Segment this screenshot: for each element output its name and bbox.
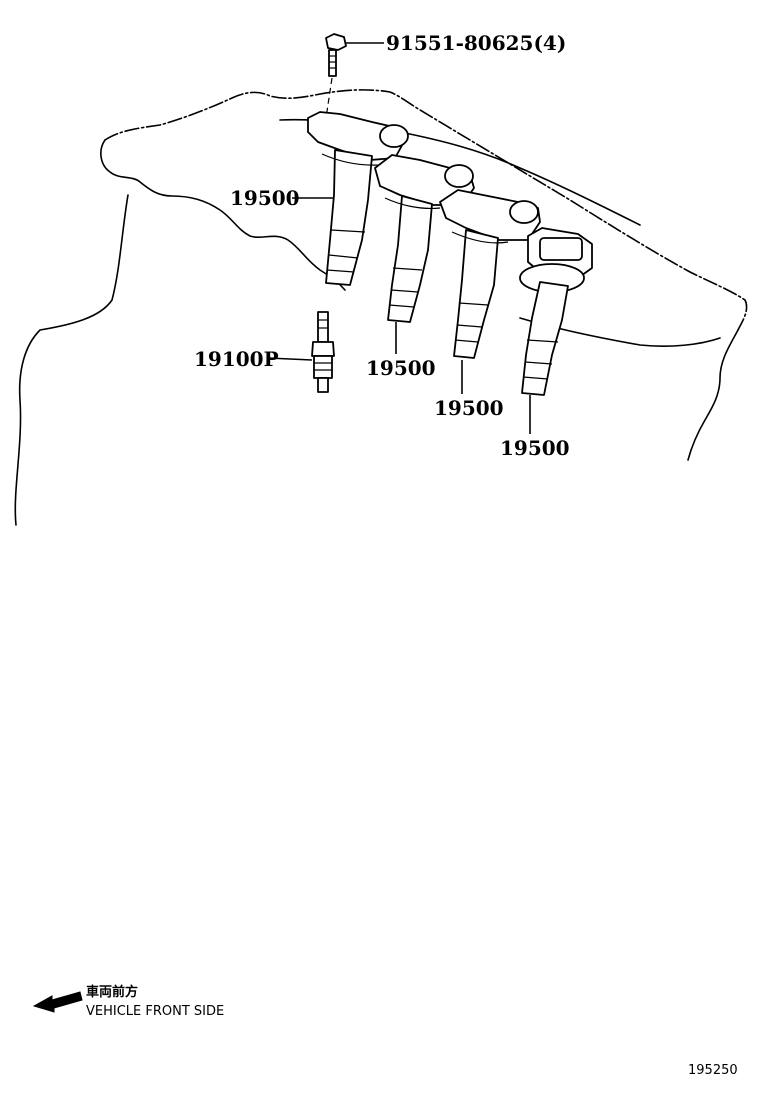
bolt-91551 [325,33,384,119]
ignition-coil-1 [307,111,409,286]
ignition-coil-2 [374,154,475,323]
direction-jp: 車両前方 [86,984,138,1000]
label-coil-3: 19500 [434,396,504,420]
label-coil-4: 19500 [500,436,570,460]
label-bolt: 91551-80625(4) [386,31,566,55]
ignition-coil-4 [519,227,593,396]
label-coil-1: 19500 [230,186,300,210]
spark-plug-19100 [311,311,335,393]
front-arrow-icon [32,991,83,1013]
direction-en: VEHICLE FRONT SIDE [86,1004,224,1019]
ignition-coil-3 [439,189,541,359]
vehicle-front-indicator: 車両前方 VEHICLE FRONT SIDE [32,984,224,1019]
leader-lines [267,197,531,434]
label-spark-plug: 19100P [194,347,279,371]
label-coil-2: 19500 [366,356,436,380]
figure-number: 195250 [688,1063,738,1078]
